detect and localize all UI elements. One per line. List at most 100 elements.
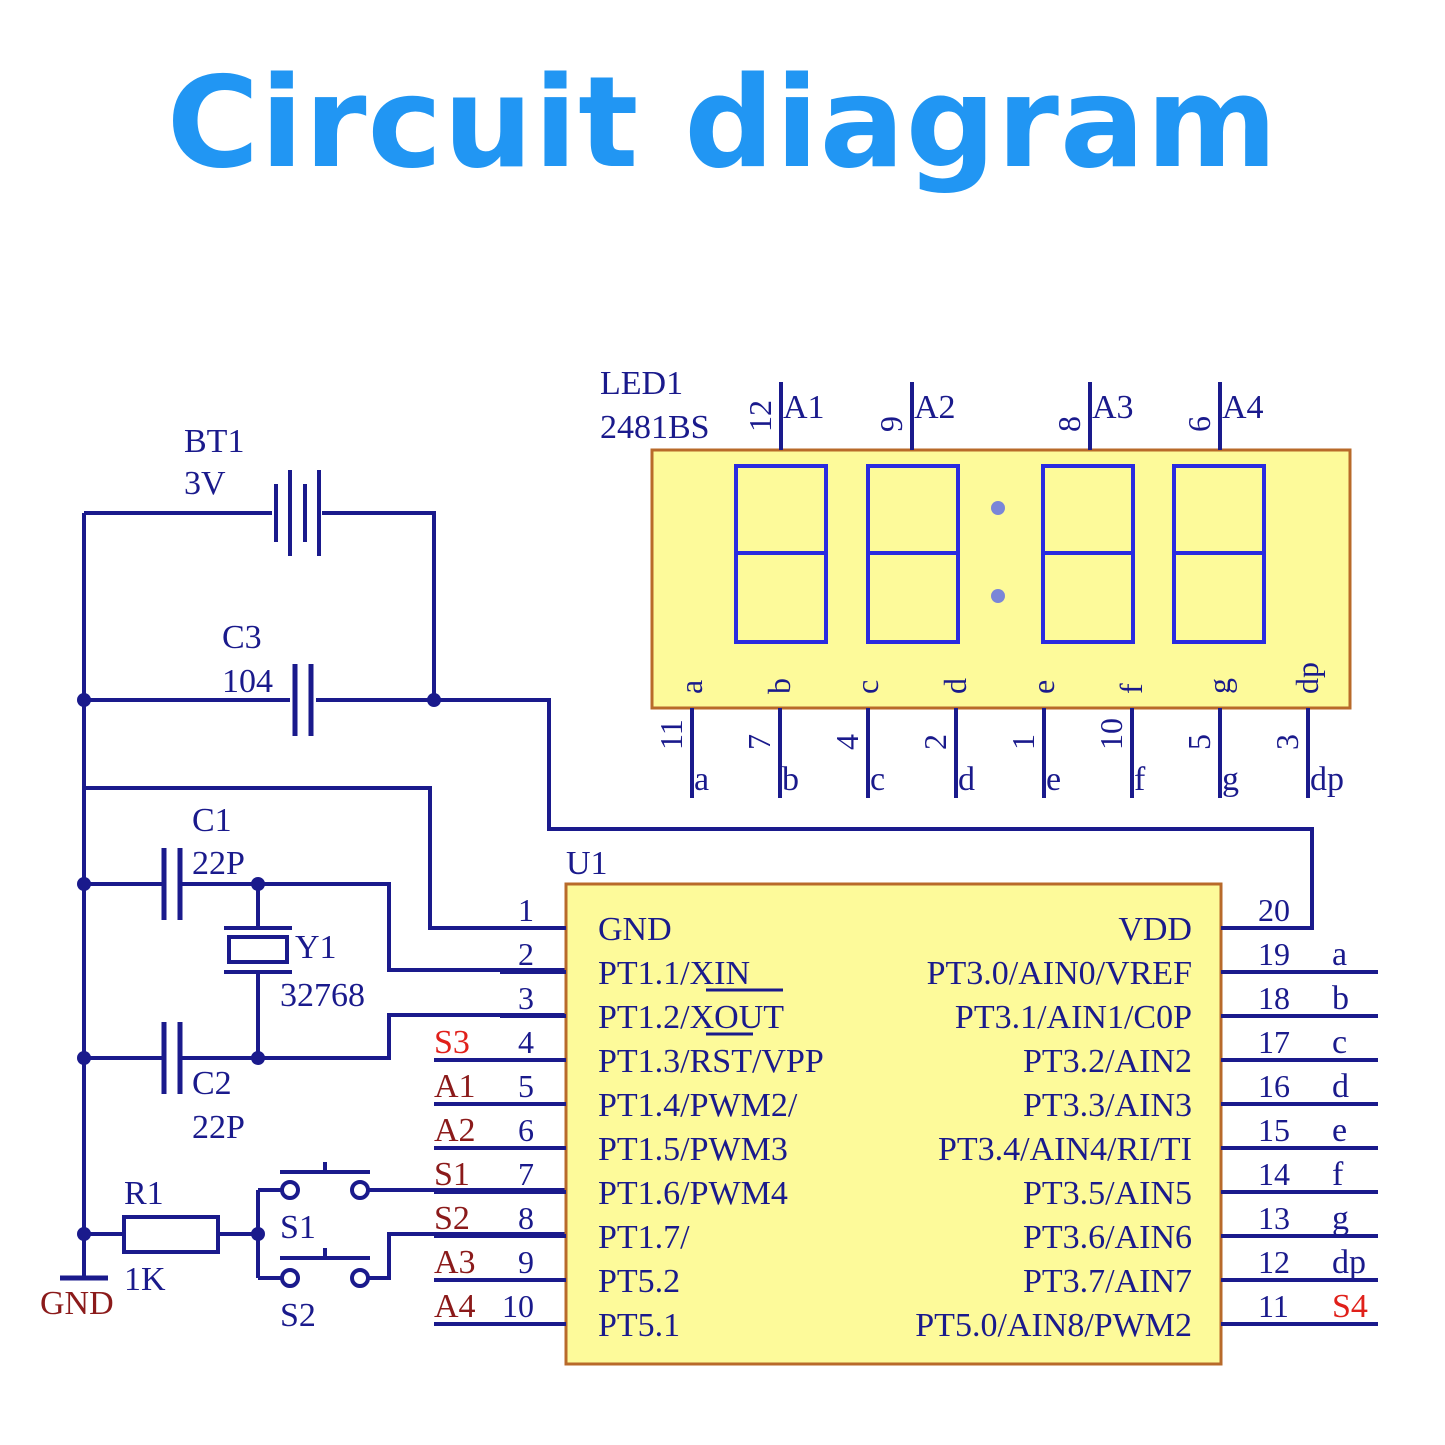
u1-left-pin-number: 8 <box>518 1200 534 1236</box>
u1-right-pin-net: d <box>1332 1068 1349 1105</box>
u1-right-pin-net: a <box>1332 936 1347 973</box>
u1-right-pin-net: e <box>1332 1112 1347 1149</box>
led-bottom-pin-net: f <box>1134 761 1146 798</box>
led-segment-label: f <box>1113 683 1149 694</box>
page-title: Circuit diagram <box>166 49 1279 196</box>
led-bottom-pin-number: 2 <box>917 734 953 750</box>
led-bottom-pin-net: dp <box>1310 761 1344 798</box>
c1-ref: C1 <box>192 802 232 839</box>
y1-value: 32768 <box>280 977 365 1014</box>
led-segment-label: c <box>849 680 885 694</box>
led-top-pin-net: A4 <box>1222 389 1264 426</box>
c3-value: 104 <box>222 663 273 700</box>
switch-circuit: R1 1K S1 S2 <box>84 1162 566 1334</box>
s1-ref: S1 <box>280 1209 316 1246</box>
u1-left-pin-net: S2 <box>434 1200 470 1237</box>
led-bottom-pin-number: 5 <box>1181 734 1217 750</box>
u1-right-pin-number: 19 <box>1258 936 1290 972</box>
u1-left-pin-name: PT1.5/PWM3 <box>598 1131 788 1168</box>
y1-ref: Y1 <box>295 929 337 966</box>
c2-value: 22P <box>192 1109 245 1146</box>
u1-right-pin-name: PT5.0/AIN8/PWM2 <box>915 1307 1192 1344</box>
led-bottom-pin-net: b <box>782 761 799 798</box>
crystal-body <box>227 935 289 964</box>
led-segment-label: g <box>1201 678 1237 694</box>
u1-right-pin-name: PT3.1/AIN1/C0P <box>955 999 1192 1036</box>
u1-right-pin-number: 16 <box>1258 1068 1290 1104</box>
u1-chip: U1 1GND2PT1.1/XIN3PT1.2/XOUT4PT1.3/RST/V… <box>434 845 1378 1366</box>
u1-left-pin-number: 5 <box>518 1068 534 1104</box>
led-bottom-pin-number: 10 <box>1093 718 1129 750</box>
u1-left-pin-number: 6 <box>518 1112 534 1148</box>
led-top-pin-net: A3 <box>1092 389 1134 426</box>
gnd-label: GND <box>40 1285 114 1322</box>
u1-right-pin-name: VDD <box>1118 911 1192 948</box>
u1-right-pin-name: PT3.2/AIN2 <box>1023 1043 1192 1080</box>
u1-right-pin-net: c <box>1332 1024 1347 1061</box>
u1-right-pin-name: PT3.0/AIN0/VREF <box>927 955 1192 992</box>
u1-left-pin-number: 7 <box>518 1156 534 1192</box>
u1-left-pin-name: PT5.2 <box>598 1263 680 1300</box>
u1-left-pin-number: 10 <box>502 1288 534 1324</box>
led-bottom-pin-net: a <box>694 761 709 798</box>
u1-left-pin-net: S3 <box>434 1024 470 1061</box>
u1-left-pin-name: PT1.3/RST/VPP <box>598 1043 824 1080</box>
c3-ref: C3 <box>222 619 262 656</box>
u1-left-pin-net: S1 <box>434 1156 470 1193</box>
u1-left-pin-number: 9 <box>518 1244 534 1280</box>
led-segment-label: a <box>673 680 709 694</box>
u1-right-pin-number: 17 <box>1258 1024 1290 1060</box>
u1-left-pin-name: PT1.6/PWM4 <box>598 1175 788 1212</box>
u1-right-pin-name: PT3.4/AIN4/RI/TI <box>938 1131 1192 1168</box>
u1-right-pin-number: 20 <box>1258 892 1290 928</box>
u1-left-pin-net: A3 <box>434 1244 476 1281</box>
led-bottom-pin-number: 3 <box>1269 734 1305 750</box>
u1-left-pin-name: PT1.2/XOUT <box>598 999 784 1036</box>
led-top-pin-net: A2 <box>914 389 956 426</box>
capacitor-c3: C3 104 <box>222 619 314 736</box>
u1-left-pin-name: PT1.4/PWM2/ <box>598 1087 798 1124</box>
led-body <box>650 448 1352 710</box>
u1-right-pin-number: 18 <box>1258 980 1290 1016</box>
crystal-circuit: C1 22P C2 22P Y1 32768 <box>84 802 566 1146</box>
u1-right-pin-number: 12 <box>1258 1244 1290 1280</box>
led-top-pin-number: 6 <box>1181 416 1217 432</box>
led-bottom-pin-number: 4 <box>829 734 865 750</box>
led-bottom-pin-net: c <box>870 761 885 798</box>
battery-value: 3V <box>184 465 226 502</box>
u1-right-pin-net: b <box>1332 980 1349 1017</box>
resistor-r1 <box>122 1215 220 1254</box>
u1-left-pin-number: 4 <box>518 1024 534 1060</box>
led-bottom-pin-number: 7 <box>741 734 777 750</box>
led-segment-label: b <box>761 678 797 694</box>
u1-right-pin-net: dp <box>1332 1244 1366 1281</box>
u1-right-pin-number: 15 <box>1258 1112 1290 1148</box>
r1-value: 1K <box>124 1261 166 1298</box>
r1-ref: R1 <box>124 1175 164 1212</box>
led-segment-label: e <box>1025 680 1061 694</box>
u1-right-pin-name: PT3.3/AIN3 <box>1023 1087 1192 1124</box>
seven-seg-digit <box>734 464 828 644</box>
u1-left-pin-name: PT5.1 <box>598 1307 680 1344</box>
junctions <box>77 693 441 1241</box>
u1-right-pin-net: g <box>1332 1200 1349 1237</box>
u1-right-pin-number: 13 <box>1258 1200 1290 1236</box>
led-top-pin-net: A1 <box>783 389 825 426</box>
led-bottom-pin-net: e <box>1046 761 1061 798</box>
u1-left-pin-net: A1 <box>434 1068 476 1105</box>
led-segment-label: d <box>937 678 973 694</box>
u1-ref: U1 <box>566 845 608 882</box>
led-bottom-pin-number: 11 <box>653 719 689 750</box>
u1-left-pin-name: GND <box>598 911 672 948</box>
led-bottom-pin-net: g <box>1222 761 1239 798</box>
u1-left-pin-number: 2 <box>518 936 534 972</box>
u1-right-pin-name: PT3.7/AIN7 <box>1023 1263 1192 1300</box>
u1-right-pin-number: 14 <box>1258 1156 1290 1192</box>
u1-left-pin-name: PT1.1/XIN <box>598 955 750 992</box>
s2-ref: S2 <box>280 1297 316 1334</box>
u1-right-pin-net: f <box>1332 1156 1344 1193</box>
seven-seg-digit <box>1172 464 1266 644</box>
u1-left-pin-number: 1 <box>518 892 534 928</box>
c1-value: 22P <box>192 845 245 882</box>
